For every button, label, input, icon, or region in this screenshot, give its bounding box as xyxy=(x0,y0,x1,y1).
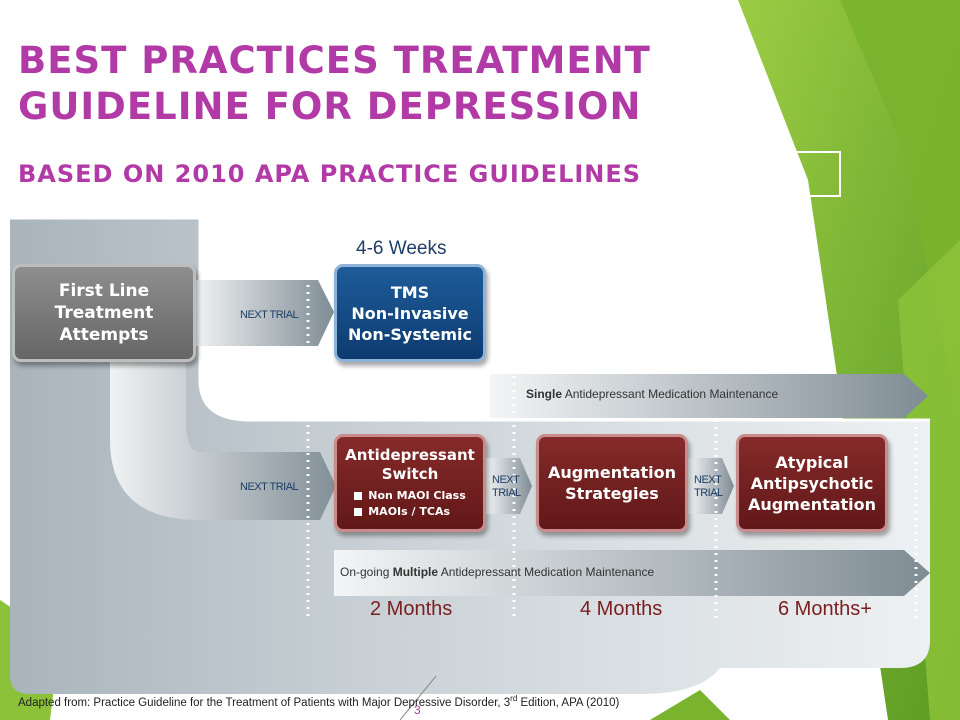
page-number: 3 xyxy=(414,703,421,717)
flow-ribbon-edge xyxy=(10,216,930,422)
next-trial-label-3: NEXT TRIAL xyxy=(694,474,723,499)
tms-label: TMS Non-Invasive Non-Systemic xyxy=(347,282,473,344)
atypical-antipsychotic-box: Atypical Antipsychotic Augmentation xyxy=(736,434,888,532)
multiple-maintenance-bold: Multiple xyxy=(392,565,439,579)
augmentation-label: Augmentation Strategies xyxy=(547,463,677,503)
multiple-maintenance-pre: On-going xyxy=(340,565,393,579)
switch-option: Non MAOI Class xyxy=(354,488,466,504)
arrow-first-to-tms xyxy=(192,280,334,346)
switch-options-list: Non MAOI Class MAOIs / TCAs xyxy=(354,488,466,520)
green-bottom-shape xyxy=(650,690,730,720)
multiple-maintenance-label: On-going Multiple Antidepressant Medicat… xyxy=(340,565,654,579)
footnote-superscript: rd xyxy=(510,694,518,703)
multiple-maintenance-post: Antidepressant Medication Maintenance xyxy=(438,565,655,579)
arrow-first-to-switch xyxy=(110,360,336,520)
first-line-treatment-box: First Line Treatment Attempts xyxy=(12,264,196,362)
single-maintenance-label: Single Antidepressant Medication Mainten… xyxy=(526,387,778,401)
arrow-single-maintenance xyxy=(490,374,928,418)
next-trial-label-lower: NEXT TRIAL xyxy=(240,481,299,493)
tms-box: TMS Non-Invasive Non-Systemic xyxy=(334,264,486,362)
single-maintenance-bold: Single xyxy=(526,387,563,401)
slide-subtitle: BASED ON 2010 APA PRACTICE GUIDELINES xyxy=(18,160,642,188)
augmentation-strategies-box: Augmentation Strategies xyxy=(536,434,688,532)
arrow-augmentation-to-atypical xyxy=(688,458,734,514)
arrow-switch-to-augmentation xyxy=(486,458,532,514)
slide-title: BEST PRACTICES TREATMENT GUIDELINE FOR D… xyxy=(18,39,651,128)
source-footnote: Adapted from: Practice Guideline for the… xyxy=(18,694,619,709)
duration-label: 6 Months+ xyxy=(778,598,872,620)
first-line-label: First Line Treatment Attempts xyxy=(54,281,154,345)
switch-title: Antidepressant Switch xyxy=(345,446,475,483)
duration-label: 2 Months xyxy=(370,598,453,620)
single-maintenance-rest: Antidepressant Medication Maintenance xyxy=(562,387,779,401)
arrow-multiple-maintenance xyxy=(334,550,930,596)
duration-label: 4 Months xyxy=(580,598,663,620)
footnote-text-end: Edition, APA (2010) xyxy=(517,696,620,709)
antidepressant-switch-box: Antidepressant Switch Non MAOI Class MAO… xyxy=(334,434,486,532)
switch-option: MAOIs / TCAs xyxy=(354,504,466,520)
decorative-frame xyxy=(777,151,841,197)
tms-duration-label: 4-6 Weeks xyxy=(356,238,447,259)
atypical-label: Atypical Antipsychotic Augmentation xyxy=(747,452,877,514)
next-trial-label-upper: NEXT TRIAL xyxy=(240,309,299,321)
green-accent-shape xyxy=(840,0,960,420)
footnote-text: Adapted from: Practice Guideline for the… xyxy=(18,696,511,709)
next-trial-label-2: NEXT TRIAL xyxy=(492,474,521,499)
decorative-line xyxy=(399,675,437,720)
